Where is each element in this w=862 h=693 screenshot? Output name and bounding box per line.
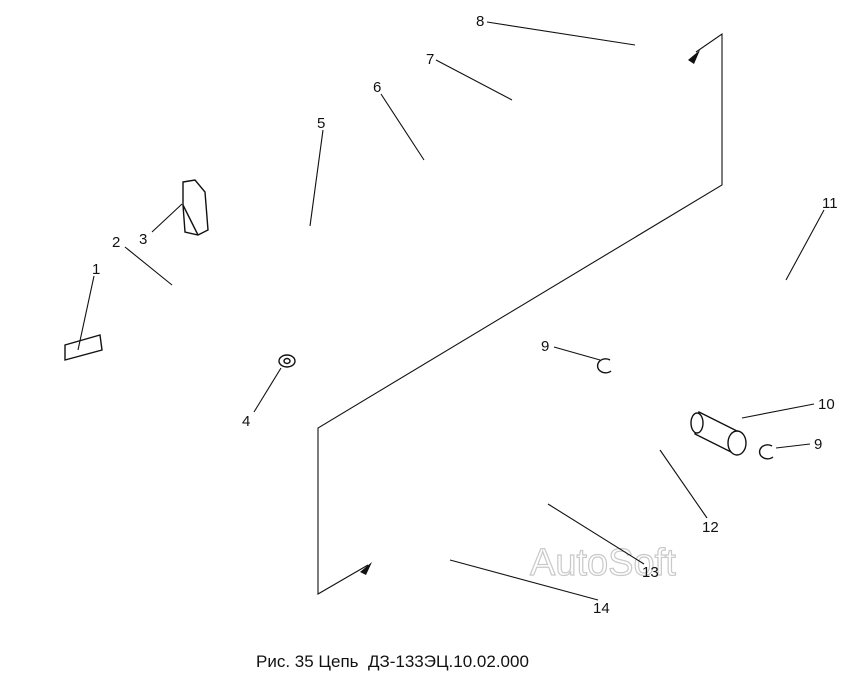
- callout-4: 4: [242, 413, 250, 430]
- callout-1: 1: [92, 261, 100, 278]
- arrow-head-top: [688, 50, 700, 64]
- callout-13: 13: [642, 564, 659, 581]
- part-7-link: [490, 83, 570, 203]
- callout-7: 7: [426, 51, 434, 68]
- leader-lines: [77, 21, 825, 601]
- callout-9-right: 9: [814, 436, 822, 453]
- part-2-link: [150, 278, 230, 398]
- part-13-link: [500, 400, 580, 520]
- part-4-ring: [278, 354, 296, 368]
- callout-6: 6: [373, 79, 381, 96]
- callout-2: 2: [112, 234, 120, 251]
- callout-5: 5: [317, 115, 325, 132]
- part-1-end-link: [30, 334, 110, 468]
- part-12-link: [610, 333, 690, 453]
- callout-14: 14: [593, 600, 610, 617]
- part-11-link: [722, 268, 802, 388]
- part-6-link: [372, 148, 452, 268]
- figure-caption: Рис. 35 Цепь ДЗ-133ЭЦ.10.02.000: [256, 652, 529, 671]
- assembly-path-line: [317, 32, 723, 595]
- callout-11: 11: [822, 195, 838, 212]
- part-3-tooth: [182, 179, 209, 236]
- callout-8: 8: [476, 13, 484, 30]
- part-10-bushing: [690, 410, 747, 456]
- part-14-link: [385, 463, 465, 583]
- part-5-link: [260, 214, 340, 334]
- part-8-link: [602, 18, 682, 138]
- watermark: AutoSoft: [530, 542, 676, 584]
- part-9-ring-left: [596, 358, 612, 374]
- part-9-ring-right: [758, 444, 774, 460]
- callout-10: 10: [818, 396, 835, 413]
- callout-9-left: 9: [541, 338, 549, 355]
- arrow-head-bottom: [360, 562, 372, 575]
- callout-3: 3: [139, 231, 147, 248]
- callout-12: 12: [702, 519, 719, 536]
